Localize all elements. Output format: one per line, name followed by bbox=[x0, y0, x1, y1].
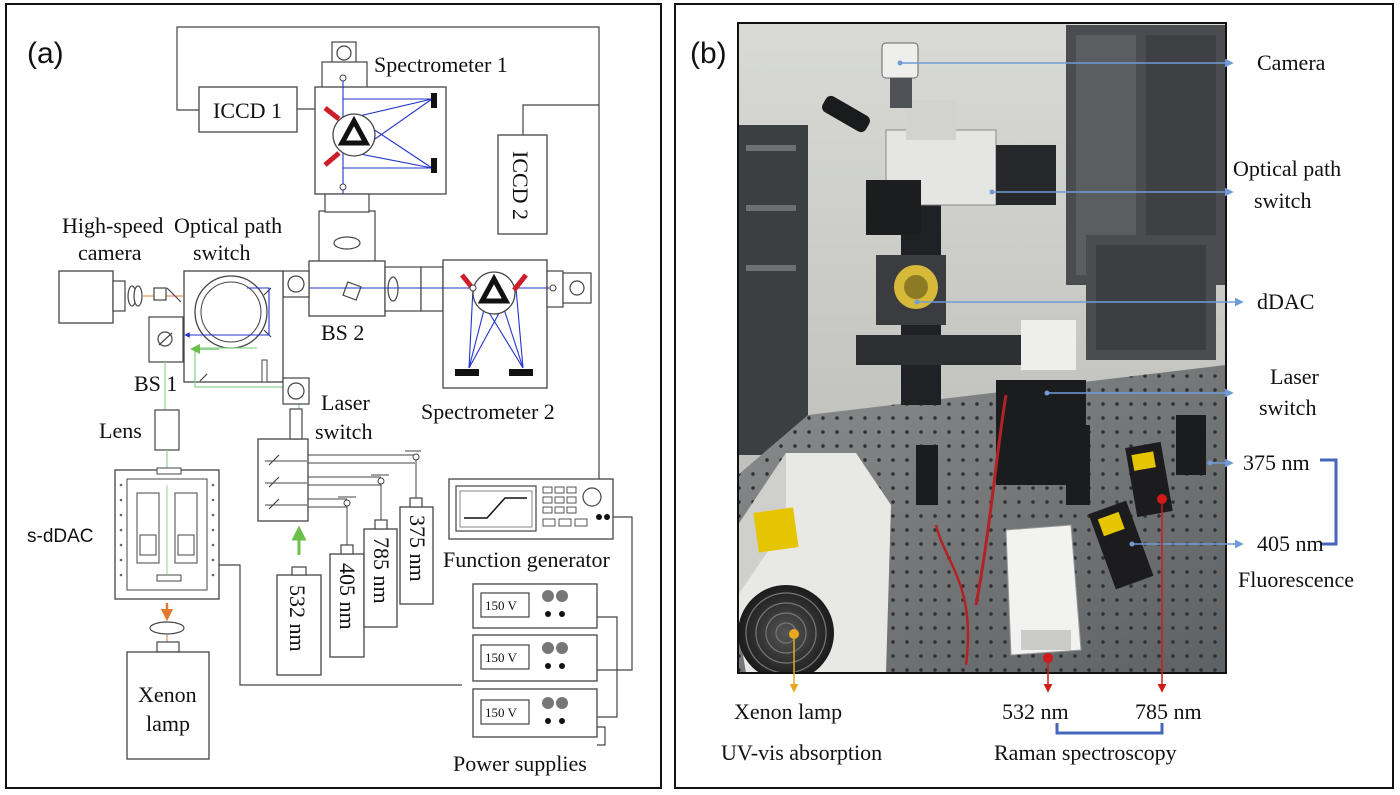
uv-vis-label: UV-vis absorption bbox=[721, 740, 882, 765]
laser-switch-label-2: switch bbox=[315, 419, 372, 444]
xenon-lamp-box bbox=[126, 651, 210, 760]
bracket-fluorescence bbox=[1320, 458, 1338, 546]
bracket-raman bbox=[1055, 723, 1164, 735]
camera-label: Camera bbox=[1257, 50, 1326, 75]
spectrometer-1 bbox=[314, 41, 447, 253]
photo-border bbox=[737, 22, 1227, 674]
high-speed-camera-label-1: High-speed bbox=[62, 213, 163, 238]
ddac-label: dDAC bbox=[1257, 289, 1314, 314]
power-supply-3-voltage: 150 V bbox=[485, 705, 518, 720]
laser-switch bbox=[257, 408, 421, 545]
spectrometer-2 bbox=[247, 259, 592, 389]
laser-785-label: 785 nm bbox=[369, 537, 394, 604]
optical-path-switch bbox=[183, 270, 300, 435]
iccd-1-box bbox=[198, 86, 298, 133]
laser-switch-b-label-1: Laser bbox=[1270, 364, 1320, 389]
panel-b-svg: (b) bbox=[690, 22, 1354, 765]
power-supply-2 bbox=[472, 634, 598, 682]
panel-a-schematic: (a) Spectrometer 1 I bbox=[5, 3, 662, 789]
function-generator bbox=[448, 478, 614, 540]
optical-path-switch-b-label-2: switch bbox=[1254, 188, 1311, 213]
laser-532-label: 532 nm bbox=[285, 585, 310, 652]
spectrometer-1-label: Spectrometer 1 bbox=[374, 52, 508, 77]
xenon-label-2: lamp bbox=[146, 711, 190, 736]
power-supply-2-voltage: 150 V bbox=[485, 650, 518, 665]
xenon-lamp-label: Xenon lamp bbox=[734, 699, 842, 724]
bs-1-label: BS 1 bbox=[134, 371, 177, 396]
laser-375 bbox=[399, 497, 434, 605]
bs-2-label: BS 2 bbox=[321, 320, 364, 345]
s-ddac bbox=[114, 467, 220, 600]
optical-path-switch-label-2: switch bbox=[193, 240, 250, 265]
laser-switch-label-1: Laser bbox=[321, 390, 371, 415]
nm785-label: 785 nm bbox=[1135, 699, 1202, 724]
laser-785 bbox=[363, 519, 398, 628]
high-speed-camera bbox=[58, 270, 184, 324]
panel-a-svg: (a) Spectrometer 1 I bbox=[27, 26, 633, 776]
s-ddac-label: s-dDAC bbox=[27, 526, 94, 547]
laser-375-label: 375 nm bbox=[405, 515, 430, 582]
iccd-2-label: ICCD 2 bbox=[508, 151, 533, 220]
laser-532 bbox=[276, 566, 322, 676]
power-supplies-label: Power supplies bbox=[453, 751, 587, 776]
panel-letter-b: (b) bbox=[690, 37, 727, 70]
iccd-2-box bbox=[497, 134, 548, 235]
power-supply-1-voltage: 150 V bbox=[485, 598, 518, 613]
panel-b-photo: (b) bbox=[674, 3, 1394, 789]
power-supply-3 bbox=[472, 688, 598, 738]
lens-label: Lens bbox=[99, 418, 142, 443]
laser-switch-b-label-2: switch bbox=[1259, 395, 1316, 420]
laser-405 bbox=[329, 544, 365, 658]
optical-path-switch-label-1: Optical path bbox=[174, 213, 282, 238]
laser-405-label: 405 nm bbox=[335, 563, 360, 630]
spectrometer-2-label: Spectrometer 2 bbox=[421, 399, 555, 424]
high-speed-camera-label-2: camera bbox=[78, 240, 142, 265]
nm375-label: 375 nm bbox=[1243, 450, 1310, 475]
panel-letter-a: (a) bbox=[27, 37, 64, 70]
lab-photo bbox=[738, 23, 1226, 673]
nm405-label: 405 nm bbox=[1257, 531, 1324, 556]
fluorescence-label: Fluorescence bbox=[1238, 567, 1354, 592]
objective-lens bbox=[154, 409, 180, 451]
function-generator-label: Function generator bbox=[443, 547, 610, 572]
nm532-label: 532 nm bbox=[1002, 699, 1069, 724]
raman-label: Raman spectroscopy bbox=[994, 740, 1177, 765]
xenon-label-1: Xenon bbox=[138, 682, 197, 707]
power-supply-1 bbox=[472, 583, 598, 629]
iccd-1-label: ICCD 1 bbox=[213, 98, 282, 123]
optical-path-switch-b-label-1: Optical path bbox=[1233, 156, 1341, 181]
